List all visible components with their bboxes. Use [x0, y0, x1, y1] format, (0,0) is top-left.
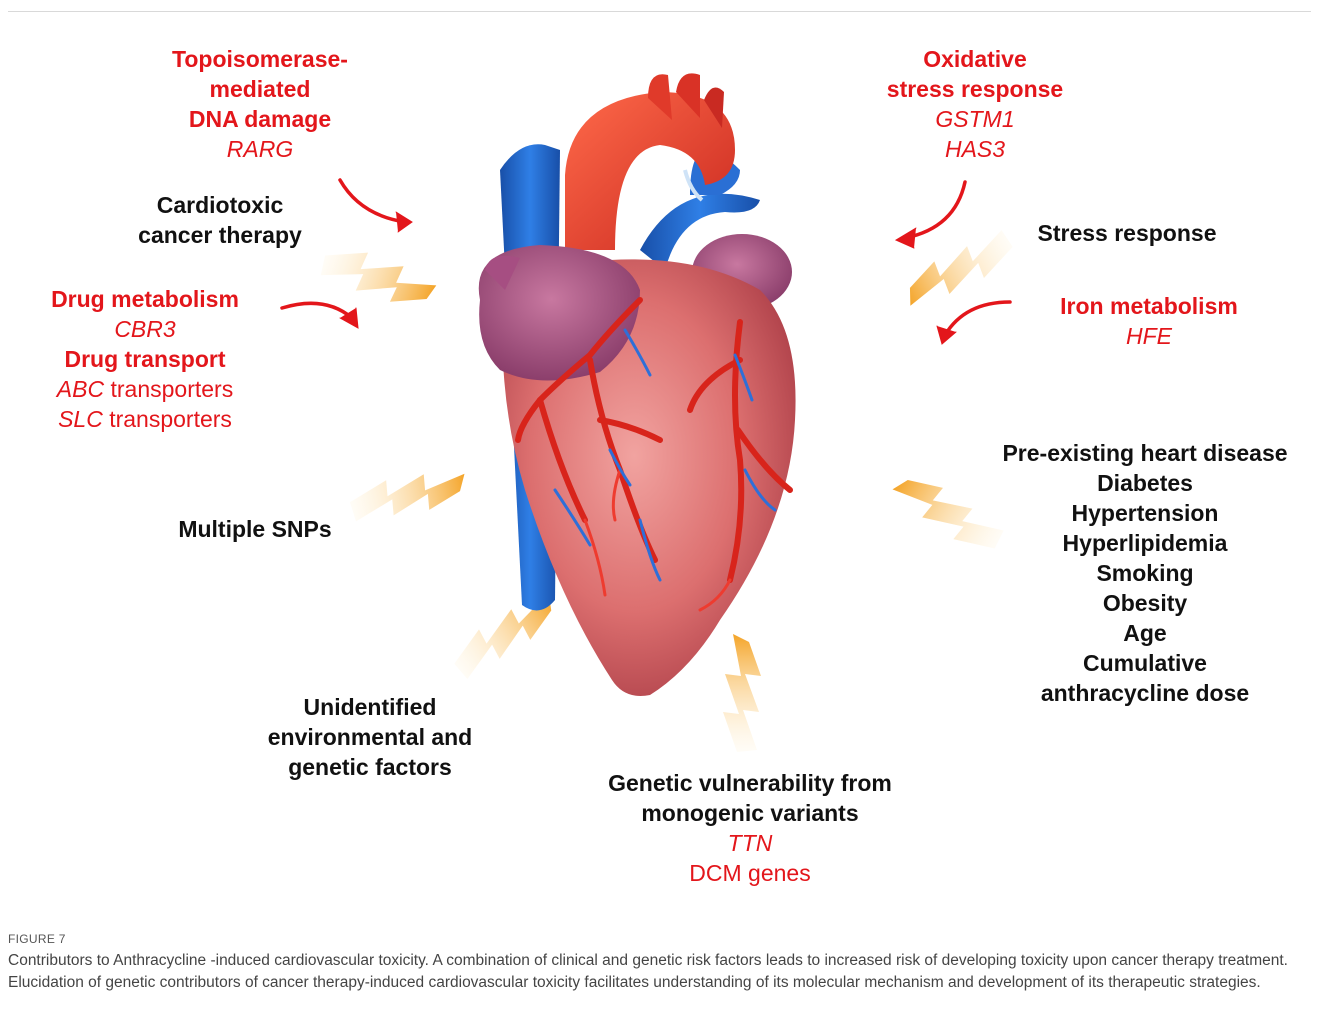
label-stress-response: Stress response	[1022, 218, 1232, 248]
heart	[479, 73, 796, 696]
risk-factor: Age	[985, 618, 1305, 648]
red-arrow-iron	[937, 302, 1010, 344]
iron-gene: HFE	[1044, 321, 1254, 351]
iron-title: Iron metabolism	[1044, 291, 1254, 321]
risk-factor: Diabetes	[985, 468, 1305, 498]
risk-factor: Pre-existing heart disease	[985, 438, 1305, 468]
unidentified-line2: environmental and	[245, 722, 495, 752]
arrow-cardiotoxic	[318, 240, 440, 314]
risk-factor: Hypertension	[985, 498, 1305, 528]
risk-factor: Hyperlipidemia	[985, 528, 1305, 558]
risk-factor: Smoking	[985, 558, 1305, 588]
unidentified-line1: Unidentified	[245, 692, 495, 722]
label-unidentified: Unidentified environmental and genetic f…	[245, 692, 495, 782]
drug-metabolism-title: Drug metabolism	[30, 284, 260, 314]
oxidative-gene2: HAS3	[870, 134, 1080, 164]
drug-transport-title: Drug transport	[30, 344, 260, 374]
risk-factor: Cumulative	[985, 648, 1305, 678]
label-iron-metabolism: Iron metabolism HFE	[1044, 291, 1254, 351]
red-arrow-oxidative	[896, 182, 965, 248]
topo-gene: RARG	[150, 134, 370, 164]
slc-transporters: SLC transporters	[30, 404, 260, 434]
genetic-vuln-line1: Genetic vulnerability from	[590, 768, 910, 798]
cardiotoxic-line2: cancer therapy	[120, 220, 320, 250]
oxidative-line1: Oxidative	[870, 44, 1080, 74]
genetic-vuln-line4: DCM genes	[590, 858, 910, 888]
label-drug-metabolism: Drug metabolism CBR3 Drug transport ABC …	[30, 284, 260, 434]
label-topoisomerase: Topoisomerase- mediated DNA damage RARG	[150, 44, 370, 164]
oxidative-line2: stress response	[870, 74, 1080, 104]
risk-factor: Obesity	[985, 588, 1305, 618]
topo-line1: Topoisomerase-	[150, 44, 370, 74]
risk-factor: anthracycline dose	[985, 678, 1305, 708]
stress-text: Stress response	[1022, 218, 1232, 248]
arrow-multiple-snps	[347, 464, 470, 526]
figure-label: FIGURE 7	[8, 932, 66, 946]
label-oxidative: Oxidative stress response GSTM1 HAS3	[870, 44, 1080, 164]
topo-line2: mediated	[150, 74, 370, 104]
topo-line3: DNA damage	[150, 104, 370, 134]
genetic-vuln-gene: TTN	[590, 828, 910, 858]
unidentified-line3: genetic factors	[245, 752, 495, 782]
drug-metabolism-gene: CBR3	[30, 314, 260, 344]
label-genetic-vulnerability: Genetic vulnerability from monogenic var…	[590, 768, 910, 888]
oxidative-gene1: GSTM1	[870, 104, 1080, 134]
snps-text: Multiple SNPs	[160, 514, 350, 544]
red-arrow-topo	[340, 180, 412, 232]
arrow-genetic-vulnerability	[723, 634, 761, 752]
cardiotoxic-line1: Cardiotoxic	[120, 190, 320, 220]
label-cardiotoxic: Cardiotoxic cancer therapy	[120, 190, 320, 250]
label-multiple-snps: Multiple SNPs	[160, 514, 350, 544]
red-arrow-drug	[282, 303, 358, 328]
abc-transporters: ABC transporters	[30, 374, 260, 404]
label-risk-factors: Pre-existing heart disease Diabetes Hype…	[985, 438, 1305, 708]
genetic-vuln-line2: monogenic variants	[590, 798, 910, 828]
figure-caption: Contributors to Anthracycline -induced c…	[8, 950, 1313, 994]
